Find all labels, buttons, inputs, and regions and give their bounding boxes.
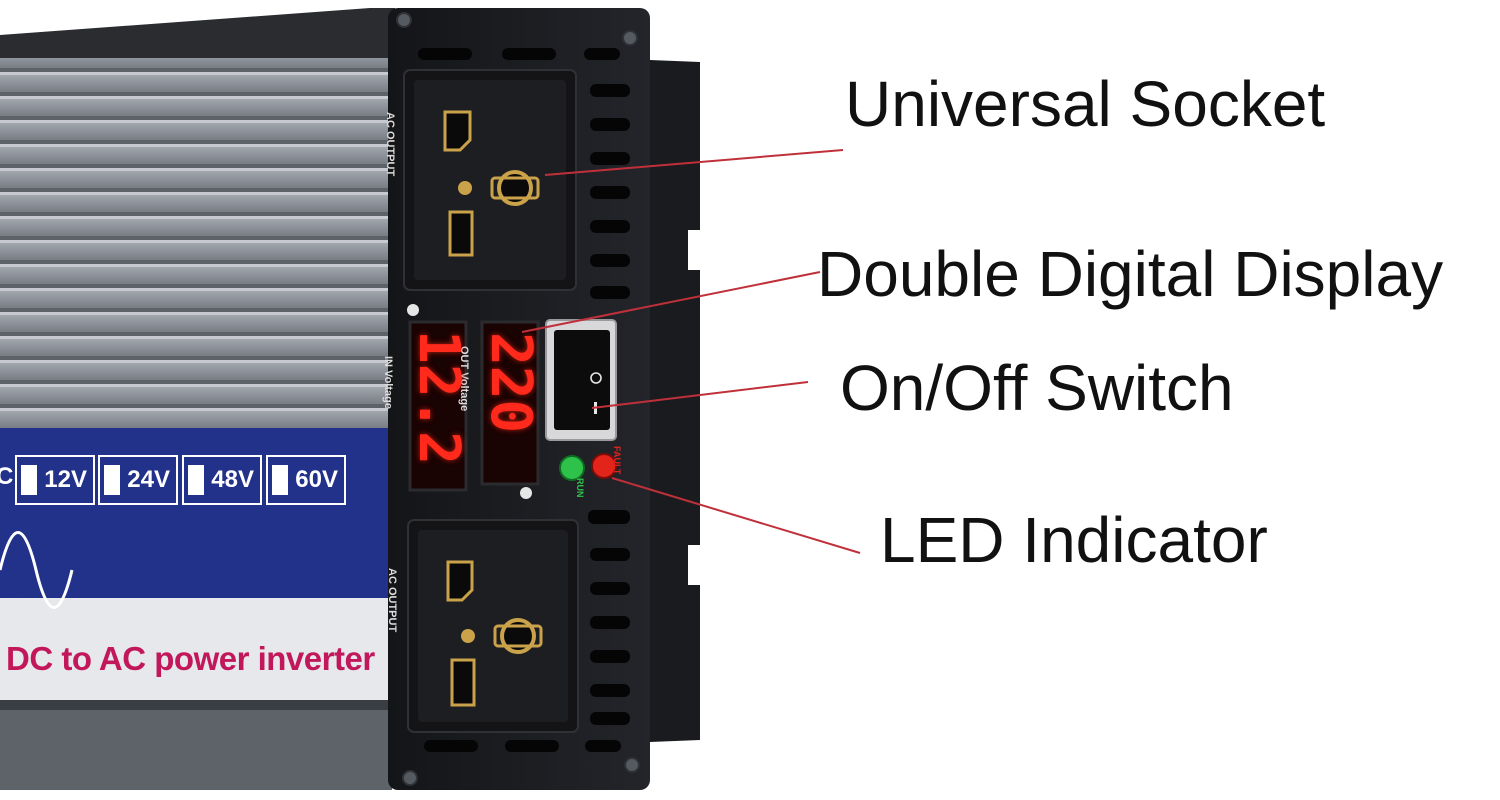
display-indicator-dot xyxy=(520,487,532,499)
out-voltage-reading: 220 xyxy=(478,332,543,434)
callout-leader-lines xyxy=(521,149,861,554)
led-label-run: RUN xyxy=(575,478,585,498)
green-led xyxy=(559,455,585,481)
voltage-option-60v: 60V xyxy=(266,455,346,505)
voltage-option-48v: 48V xyxy=(182,455,262,505)
on-off-switch xyxy=(545,319,617,441)
mounting-bracket xyxy=(650,60,700,742)
voltage-option-24v: 24V xyxy=(98,455,178,505)
bottom-vents xyxy=(424,740,621,752)
callout-led-indicator: LED Indicator xyxy=(880,504,1268,576)
top-vents xyxy=(418,48,620,60)
casing-top-edge xyxy=(0,8,395,60)
universal-socket-bottom xyxy=(407,519,579,733)
red-led xyxy=(591,453,617,479)
panel-screws xyxy=(396,12,640,786)
in-voltage-display xyxy=(408,320,468,492)
voltage-option-12v: 12V xyxy=(15,455,95,505)
side-vents xyxy=(590,84,630,725)
socket-label-top: AC OUTPUT xyxy=(384,112,396,177)
brand-text: DC to AC power inverter xyxy=(6,640,375,677)
callout-universal-socket: Universal Socket xyxy=(845,68,1326,140)
casing-bottom xyxy=(0,710,392,790)
callout-double-digital-display: Double Digital Display xyxy=(817,238,1444,310)
label-lower xyxy=(0,598,392,710)
display-indicator-dot xyxy=(407,304,419,316)
out-voltage-display xyxy=(480,320,540,486)
universal-socket-top xyxy=(403,69,577,291)
socket-label-bottom: AC OUTPUT xyxy=(386,568,398,633)
in-voltage-reading: 12.2 xyxy=(406,330,471,465)
in-voltage-label: IN Voltage xyxy=(382,356,394,409)
sine-wave-icon xyxy=(0,531,74,609)
led-label-fault: FAULT xyxy=(612,446,622,475)
callout-on-off-switch: On/Off Switch xyxy=(840,352,1234,424)
partial-voltage-text: C xyxy=(0,463,14,490)
casing-ribs xyxy=(0,58,392,428)
